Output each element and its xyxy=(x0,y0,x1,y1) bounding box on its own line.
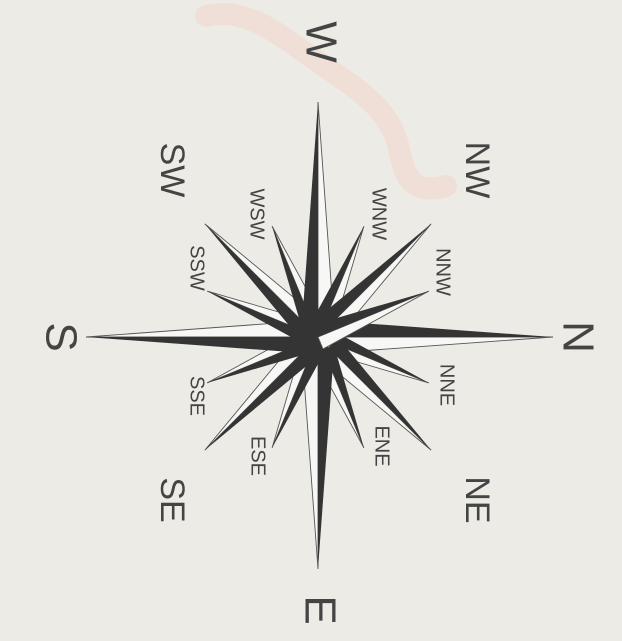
label-sw: SW xyxy=(153,143,191,198)
label-se: SE xyxy=(153,477,191,522)
label-nnw: NNW xyxy=(432,248,454,296)
label-nne: NNE xyxy=(436,364,458,406)
label-ssw: SSW xyxy=(186,245,208,291)
label-e: E xyxy=(295,595,344,624)
label-n: N xyxy=(553,321,602,353)
label-wnw: WNW xyxy=(368,188,390,240)
label-ne: NE xyxy=(458,476,496,523)
label-w: W xyxy=(296,21,345,63)
label-sse: SSE xyxy=(186,376,208,416)
label-nw: NW xyxy=(458,142,496,199)
label-s: S xyxy=(36,322,85,351)
label-ene: ENE xyxy=(371,425,393,466)
label-wsw: WSW xyxy=(246,188,268,239)
label-ese: ESE xyxy=(247,436,269,476)
